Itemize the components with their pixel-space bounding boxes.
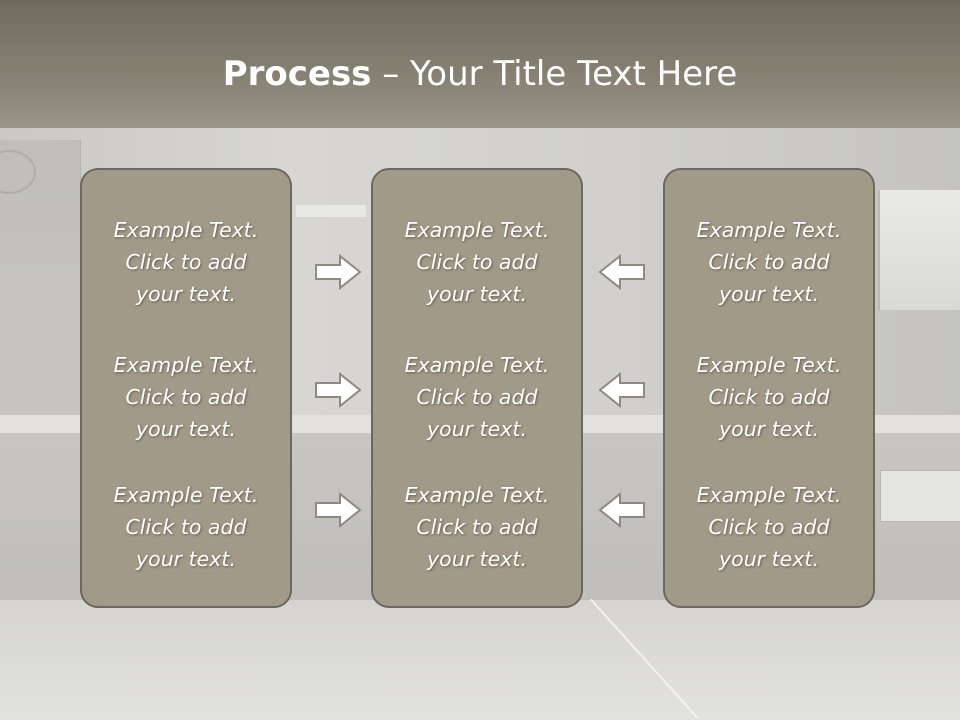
text-line: Example Text. — [113, 483, 259, 507]
text-line: Example Text. — [113, 218, 259, 242]
arrow-left-icon — [598, 253, 645, 291]
text-line: Example Text. — [113, 353, 259, 377]
text-line: Click to add — [708, 385, 830, 409]
text-block[interactable]: Example Text. Click to add your text. — [665, 349, 873, 445]
text-line: Click to add — [708, 515, 830, 539]
text-line: Example Text. — [404, 218, 550, 242]
slide-title-rest: – Your Title Text Here — [371, 54, 738, 94]
background-hood — [296, 205, 366, 217]
text-block[interactable]: Example Text. Click to add your text. — [82, 479, 290, 575]
text-line: Click to add — [416, 250, 538, 274]
text-line: Click to add — [125, 250, 247, 274]
text-line: your text. — [136, 547, 236, 571]
text-line: Example Text. — [696, 353, 842, 377]
text-line: Example Text. — [404, 353, 550, 377]
text-line: Click to add — [708, 250, 830, 274]
text-block[interactable]: Example Text. Click to add your text. — [665, 214, 873, 310]
text-line: your text. — [427, 417, 527, 441]
text-block[interactable]: Example Text. Click to add your text. — [82, 349, 290, 445]
text-block[interactable]: Example Text. Click to add your text. — [665, 479, 873, 575]
text-line: Click to add — [125, 385, 247, 409]
text-line: Example Text. — [696, 483, 842, 507]
slide-title[interactable]: Process – Your Title Text Here — [0, 52, 960, 96]
text-line: your text. — [136, 282, 236, 306]
text-block[interactable]: Example Text. Click to add your text. — [373, 349, 581, 445]
text-line: Example Text. — [696, 218, 842, 242]
text-block[interactable]: Example Text. Click to add your text. — [82, 214, 290, 310]
text-block[interactable]: Example Text. Click to add your text. — [373, 479, 581, 575]
text-line: Click to add — [125, 515, 247, 539]
background-sink — [880, 470, 960, 522]
text-line: your text. — [719, 417, 819, 441]
arrow-left-icon — [598, 491, 645, 529]
text-line: your text. — [719, 282, 819, 306]
arrow-right-icon — [315, 371, 362, 409]
arrow-right-icon — [315, 491, 362, 529]
background-floor — [0, 600, 960, 720]
text-block[interactable]: Example Text. Click to add your text. — [373, 214, 581, 310]
text-line: your text. — [136, 417, 236, 441]
background-window — [878, 190, 960, 310]
text-line: Example Text. — [404, 483, 550, 507]
text-line: Click to add — [416, 385, 538, 409]
text-line: Click to add — [416, 515, 538, 539]
process-panel-left[interactable]: Example Text. Click to add your text. Ex… — [80, 168, 292, 608]
arrow-left-icon — [598, 371, 645, 409]
title-banner — [0, 0, 960, 128]
process-panel-right[interactable]: Example Text. Click to add your text. Ex… — [663, 168, 875, 608]
text-line: your text. — [427, 547, 527, 571]
text-line: your text. — [719, 547, 819, 571]
process-panel-center[interactable]: Example Text. Click to add your text. Ex… — [371, 168, 583, 608]
text-line: your text. — [427, 282, 527, 306]
arrow-right-icon — [315, 253, 362, 291]
slide-title-bold: Process — [222, 54, 372, 94]
